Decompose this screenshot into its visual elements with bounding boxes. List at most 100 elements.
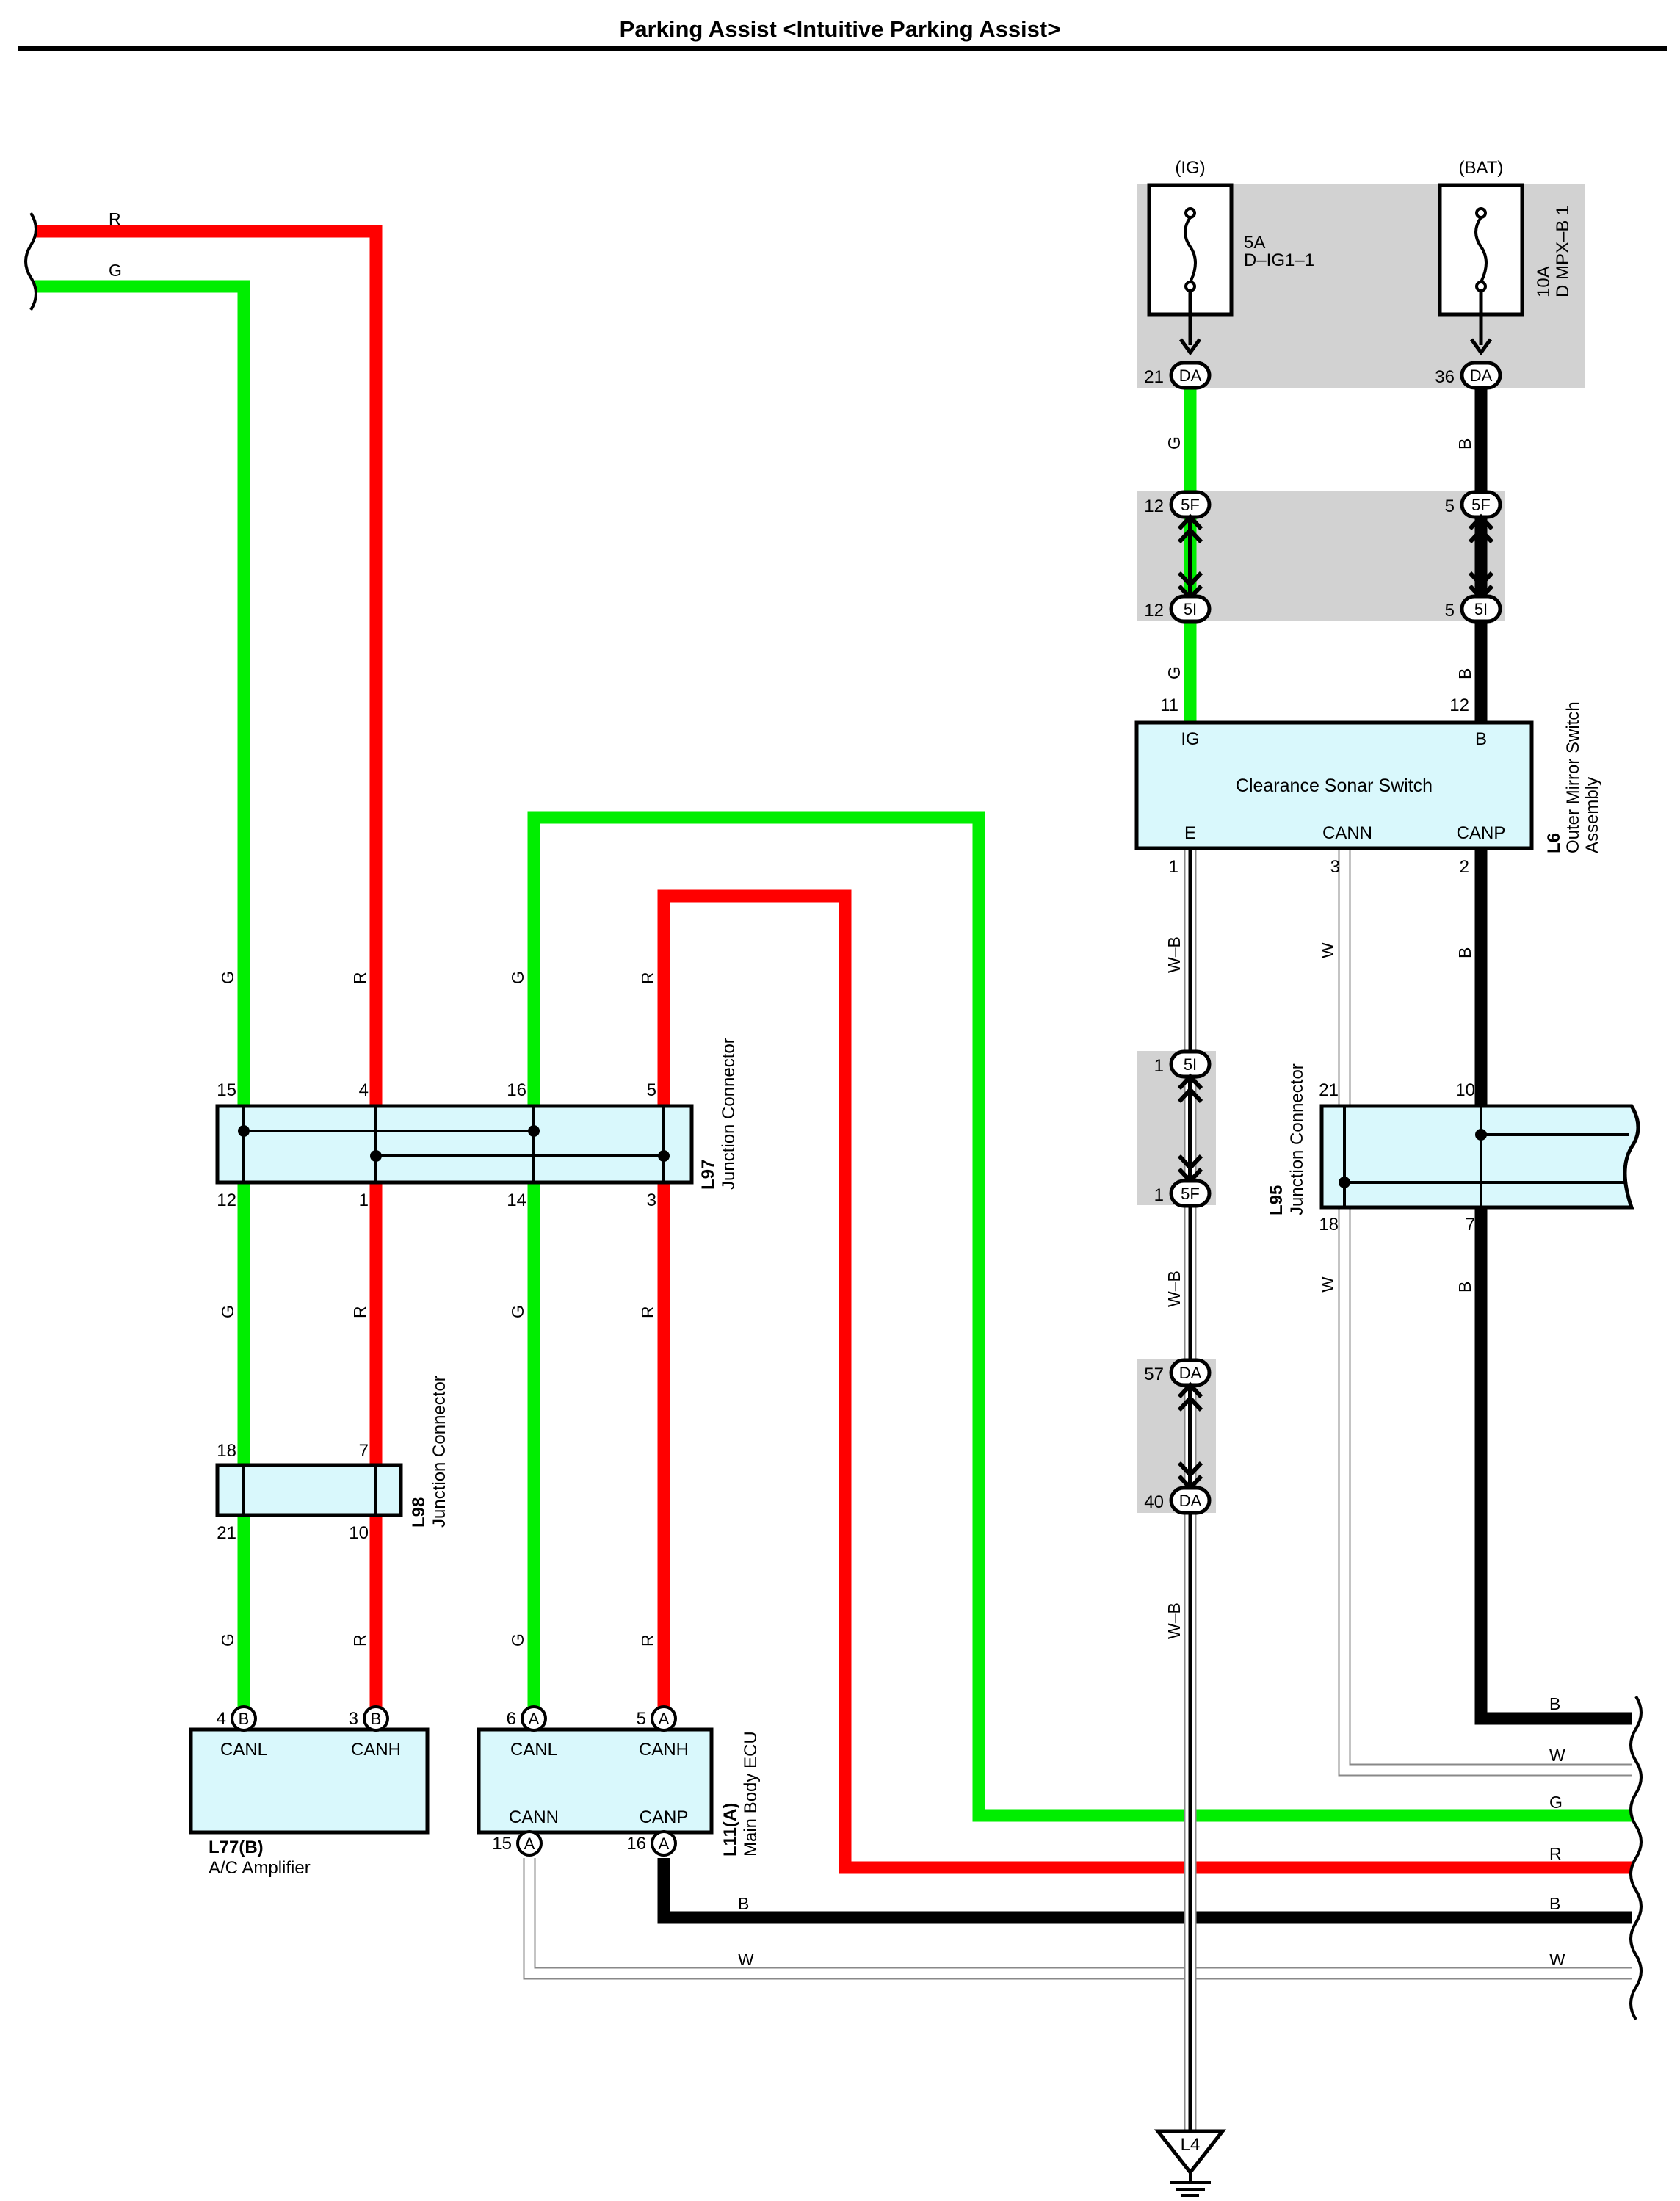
power-labels: (IG) (BAT): [1175, 158, 1503, 178]
svg-text:36: 36: [1435, 367, 1455, 387]
main-body-ecu: A A A A CANL CANH CANN CANP: [477, 1705, 714, 1857]
svg-text:21: 21: [1144, 367, 1164, 387]
svg-text:DA: DA: [1179, 366, 1202, 385]
label-g-top: G: [109, 261, 122, 280]
l97-junction-connector: [215, 1104, 694, 1185]
label-b-right2: B: [1549, 1894, 1560, 1913]
svg-text:DA: DA: [1179, 1492, 1202, 1510]
label-b-ecu: B: [738, 1894, 749, 1913]
svg-text:W: W: [1318, 942, 1337, 958]
svg-text:15: 15: [217, 1080, 236, 1100]
svg-text:16: 16: [507, 1080, 526, 1100]
svg-text:A: A: [524, 1835, 535, 1853]
svg-text:14: 14: [507, 1190, 526, 1210]
l95-code: L95: [1267, 1185, 1286, 1215]
svg-text:15: 15: [492, 1834, 512, 1854]
svg-text:B: B: [1455, 438, 1474, 449]
svg-text:7: 7: [1466, 1215, 1475, 1235]
switch-desc1: Outer Mirror Switch: [1563, 701, 1583, 853]
svg-text:B: B: [1455, 668, 1474, 679]
svg-text:W–B: W–B: [1165, 1271, 1184, 1307]
l97-desc: Junction Connector: [719, 1038, 739, 1190]
svg-text:5I: 5I: [1184, 600, 1197, 618]
connector-pills: DA 21 DA 36 5F 12 5I 12 5F 5: [1144, 361, 1502, 1515]
svg-text:5: 5: [637, 1709, 646, 1729]
svg-text:R: R: [350, 1306, 369, 1318]
wire-r-mid: [657, 889, 1632, 1874]
wire-w-l95-out: [1338, 1204, 1632, 1777]
svg-text:G: G: [508, 1633, 527, 1647]
page-title: Parking Assist <Intuitive Parking Assist…: [620, 16, 1061, 42]
svg-text:57: 57: [1144, 1365, 1164, 1384]
svg-text:B: B: [371, 1710, 382, 1728]
label-w-right2: W: [1549, 1950, 1565, 1969]
svg-text:G: G: [508, 1305, 527, 1318]
svg-text:1: 1: [1169, 857, 1178, 877]
svg-text:G: G: [218, 971, 237, 984]
svg-text:5: 5: [1445, 601, 1455, 621]
svg-text:G: G: [1165, 436, 1184, 449]
ecu-pins: 6 5 15 16: [492, 1709, 646, 1854]
wire-g-mid: [527, 811, 1632, 1822]
switch-pin-ig: IG: [1181, 729, 1199, 749]
svg-text:40: 40: [1144, 1492, 1164, 1512]
ground-label: L4: [1181, 2135, 1201, 2155]
svg-text:11: 11: [1160, 695, 1178, 715]
svg-text:18: 18: [217, 1441, 236, 1461]
svg-text:B: B: [239, 1710, 250, 1728]
svg-text:3: 3: [647, 1190, 656, 1210]
ig-label: (IG): [1175, 158, 1205, 178]
svg-text:DA: DA: [1179, 1364, 1202, 1382]
switch-pin-b: B: [1475, 729, 1487, 749]
fuse-bat: [1438, 183, 1524, 356]
svg-text:R: R: [350, 972, 369, 984]
svg-text:4: 4: [359, 1080, 369, 1100]
svg-text:W: W: [1318, 1276, 1337, 1293]
l98-code: L98: [409, 1497, 429, 1528]
switch-name: Clearance Sonar Switch: [1236, 776, 1433, 796]
ecu-canh: CANH: [639, 1740, 689, 1760]
label-r-right: R: [1549, 1844, 1562, 1863]
ac-desc: A/C Amplifier: [209, 1858, 311, 1878]
wire-labels: R G B W G R B B W W: [109, 209, 1565, 1969]
svg-text:G: G: [1165, 666, 1184, 679]
svg-text:G: G: [508, 971, 527, 984]
fuse-bat-rating: 10A: [1534, 266, 1554, 297]
label-g-right: G: [1549, 1793, 1563, 1812]
svg-text:G: G: [218, 1633, 237, 1647]
label-r-top: R: [109, 209, 121, 228]
svg-text:10: 10: [349, 1523, 369, 1543]
l98-junction-connector: [215, 1463, 403, 1517]
svg-text:1: 1: [1154, 1185, 1164, 1205]
svg-text:4: 4: [217, 1709, 226, 1729]
svg-text:18: 18: [1319, 1215, 1339, 1235]
svg-text:1: 1: [359, 1190, 369, 1210]
break-marks: [24, 212, 1643, 2021]
svg-text:5F: 5F: [1181, 496, 1200, 514]
svg-text:12: 12: [1144, 601, 1164, 621]
bat-label: (BAT): [1459, 158, 1504, 178]
svg-text:R: R: [638, 1306, 657, 1318]
fuse-ig-rating: 5A: [1244, 233, 1265, 253]
switch-pin-canp: CANP: [1457, 823, 1506, 843]
svg-text:1: 1: [1154, 1056, 1164, 1076]
svg-text:12: 12: [1449, 695, 1469, 715]
svg-text:5I: 5I: [1474, 600, 1488, 618]
svg-text:5: 5: [1445, 496, 1455, 516]
ground-symbol: [1154, 2129, 1227, 2197]
switch-pin-cann: CANN: [1322, 823, 1372, 843]
l95-desc: Junction Connector: [1287, 1063, 1307, 1215]
svg-text:16: 16: [626, 1834, 646, 1854]
svg-text:2: 2: [1460, 857, 1469, 877]
svg-text:B: B: [1455, 1282, 1474, 1293]
svg-text:21: 21: [1319, 1080, 1339, 1100]
svg-text:DA: DA: [1470, 366, 1493, 385]
svg-text:21: 21: [217, 1523, 236, 1543]
wire-b-l95-out: [1474, 1204, 1632, 1725]
svg-text:R: R: [350, 1634, 369, 1647]
svg-text:W–B: W–B: [1165, 936, 1184, 973]
label-b-right1: B: [1549, 1694, 1560, 1713]
ac-amplifier: B B CANL CANH: [189, 1705, 430, 1835]
svg-text:12: 12: [217, 1190, 236, 1210]
